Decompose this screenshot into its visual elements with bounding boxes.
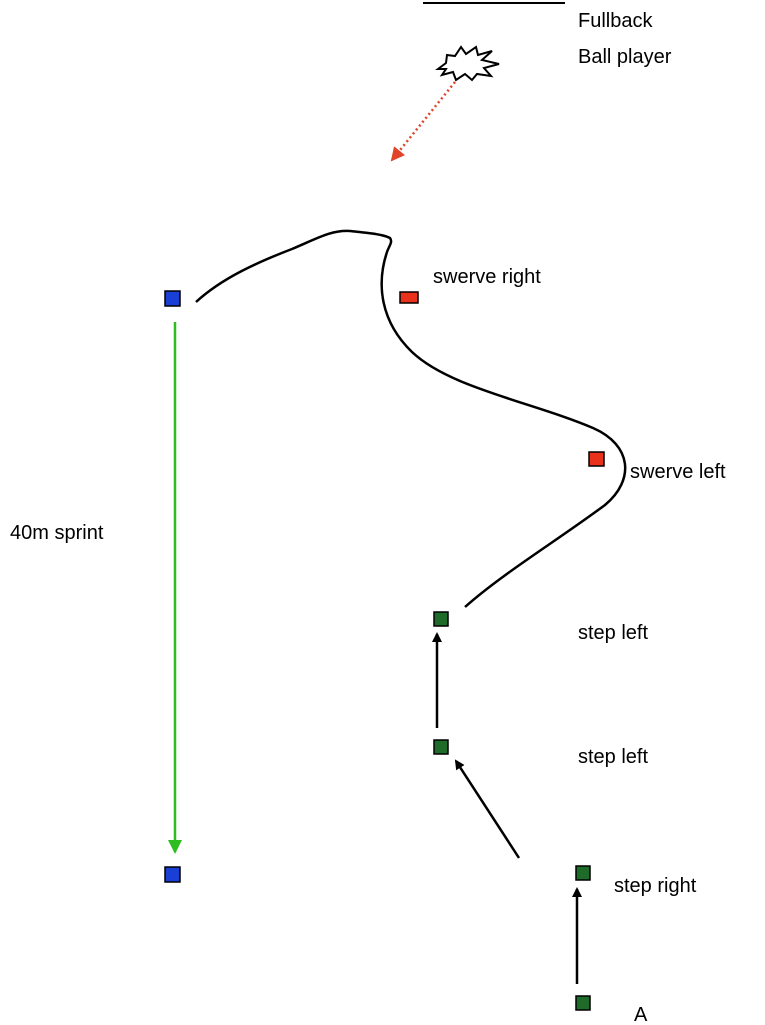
pass-arrow — [390, 81, 456, 162]
red-marker-swerve-right — [399, 291, 419, 304]
red-marker-swerve-left — [588, 451, 605, 467]
green-marker-step-left-2 — [433, 739, 449, 755]
running-path — [195, 229, 627, 608]
swerve-left-label: swerve left — [630, 461, 726, 483]
green-marker-step-right — [575, 865, 591, 881]
ball-player-label: Ball player — [578, 46, 672, 68]
step-right-label: step right — [614, 875, 697, 897]
swerve-right-label: swerve right — [433, 266, 541, 288]
sprint-label: 40m sprint — [10, 522, 104, 544]
explosion-burst-icon — [435, 45, 500, 82]
blue-marker-top — [164, 290, 181, 307]
start-label: A — [634, 1004, 648, 1025]
step-left-label-1: step left — [578, 622, 648, 644]
fullback-label: Fullback — [578, 10, 653, 32]
step-left-label-2: step left — [578, 746, 648, 768]
blue-marker-bottom — [164, 866, 181, 883]
arrow-step-left-2 — [454, 759, 521, 859]
green-marker-step-left-1 — [433, 611, 449, 627]
green-marker-start — [575, 995, 591, 1011]
